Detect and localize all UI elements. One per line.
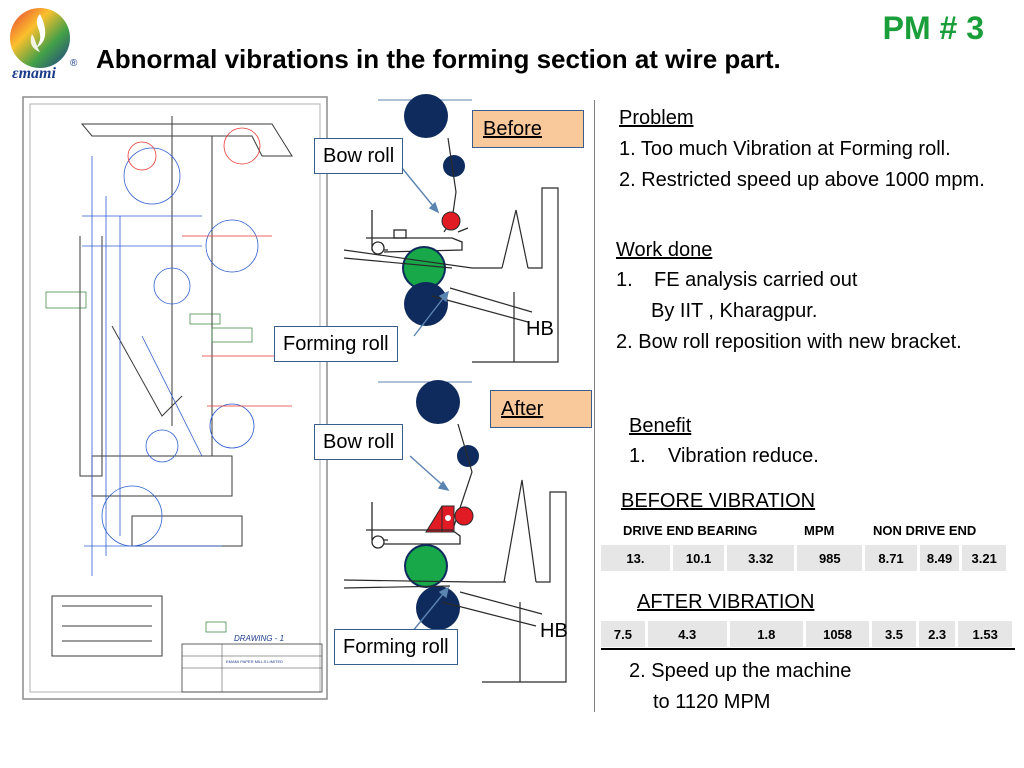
before-vibration-table: 13. 10.1 3.32 985 8.71 8.49 3.21 — [601, 545, 1009, 571]
after-forming-roll — [406, 546, 446, 586]
slide-title: Abnormal vibrations in the forming secti… — [96, 44, 781, 74]
engineering-drawing: DRAWING - 1 EMAMI PAPER MILLS LIMITED — [22, 96, 328, 700]
after-small-roll — [457, 445, 479, 467]
before-bow-roll — [441, 211, 461, 231]
svg-text:ɛmami: ɛmami — [12, 65, 56, 80]
table-row: 13. 10.1 3.32 985 8.71 8.49 3.21 — [601, 545, 1009, 571]
table-cell: 985 — [795, 545, 866, 571]
svg-text:®: ® — [70, 58, 78, 69]
table-cell: 3.21 — [960, 545, 1009, 571]
benefit-heading: Benefit — [629, 415, 692, 437]
benefit-item-2-line-1: 2. Speed up the machine — [629, 660, 852, 682]
after-tag: After — [490, 390, 592, 428]
benefit-item-2-line-2: to 1120 MPM — [653, 691, 771, 713]
after-headbox — [482, 479, 567, 683]
problem-item-1: 1. Too much Vibration at Forming roll. — [619, 138, 951, 160]
forming-section-diagrams — [332, 92, 594, 712]
work-done-item-1-number: 1. — [616, 269, 633, 291]
drawing-company: EMAMI PAPER MILLS LIMITED — [226, 659, 283, 664]
work-done-heading: Work done — [616, 239, 713, 261]
after-vibration-table: 7.5 4.3 1.8 1058 3.5 2.3 1.53 — [601, 621, 1015, 647]
benefit-item-1-number: 1. — [629, 445, 646, 467]
table-cell: 7.5 — [601, 621, 648, 647]
drawing-title: DRAWING - 1 — [234, 634, 284, 643]
before-bow-roll-label: Bow roll — [314, 138, 404, 174]
table-cell: 1.53 — [956, 621, 1015, 647]
before-tag: Before — [472, 110, 584, 148]
table-cell: 1.8 — [728, 621, 807, 647]
before-small-roll — [443, 155, 465, 177]
before-diagram — [343, 94, 559, 363]
col-header-non-drive-end: NON DRIVE END — [873, 523, 977, 538]
table-cell: 3.32 — [725, 545, 798, 571]
table-cell: 4.3 — [646, 621, 730, 647]
table-cell: 10.1 — [671, 545, 728, 571]
problem-heading: Problem — [619, 107, 694, 129]
before-breast-roll — [404, 94, 448, 138]
work-done-item-1-line-1: FE analysis carried out — [654, 269, 858, 291]
before-forming-roll — [404, 248, 444, 288]
work-done-item-2: 2. Bow roll reposition with new bracket. — [616, 331, 962, 353]
table-cell: 13. — [601, 545, 673, 571]
benefit-item-1: Vibration reduce. — [668, 445, 819, 467]
column-divider — [594, 100, 595, 712]
emami-logo: ɛmami ® — [4, 4, 80, 82]
table-cell: 2.3 — [917, 621, 959, 647]
col-header-mpm: MPM — [804, 523, 835, 538]
before-vibration-heading: BEFORE VIBRATION — [621, 490, 816, 512]
after-breast-roll — [416, 380, 460, 424]
after-bow-roll — [454, 506, 474, 526]
after-bow-roll-label: Bow roll — [314, 424, 404, 460]
after-lower-roll — [416, 586, 460, 630]
after-forming-roll-label: Forming roll — [334, 629, 458, 665]
pm-label: PM # 3 — [882, 10, 984, 46]
before-lower-roll — [404, 282, 448, 326]
col-header-drive-end: DRIVE END BEARING — [623, 523, 758, 538]
table-cell: 3.5 — [870, 621, 919, 647]
after-diagram — [343, 380, 567, 683]
problem-item-2: 2. Restricted speed up above 1000 mpm. — [619, 169, 985, 191]
after-headbox-label: HB — [540, 620, 568, 642]
label-arrows — [401, 167, 450, 633]
before-headbox-label: HB — [526, 318, 554, 340]
after-vibration-heading: AFTER VIBRATION — [637, 591, 815, 613]
table-cell: 8.49 — [918, 545, 963, 571]
after-new-bracket — [425, 505, 474, 533]
table-underline — [601, 648, 1015, 650]
table-cell: 1058 — [804, 621, 873, 647]
table-row: 7.5 4.3 1.8 1058 3.5 2.3 1.53 — [601, 621, 1015, 647]
before-forming-roll-label: Forming roll — [274, 326, 398, 362]
table-cell: 8.71 — [863, 545, 920, 571]
work-done-item-1-line-2: By IIT , Kharagpur. — [651, 300, 818, 322]
before-headbox — [472, 187, 559, 363]
